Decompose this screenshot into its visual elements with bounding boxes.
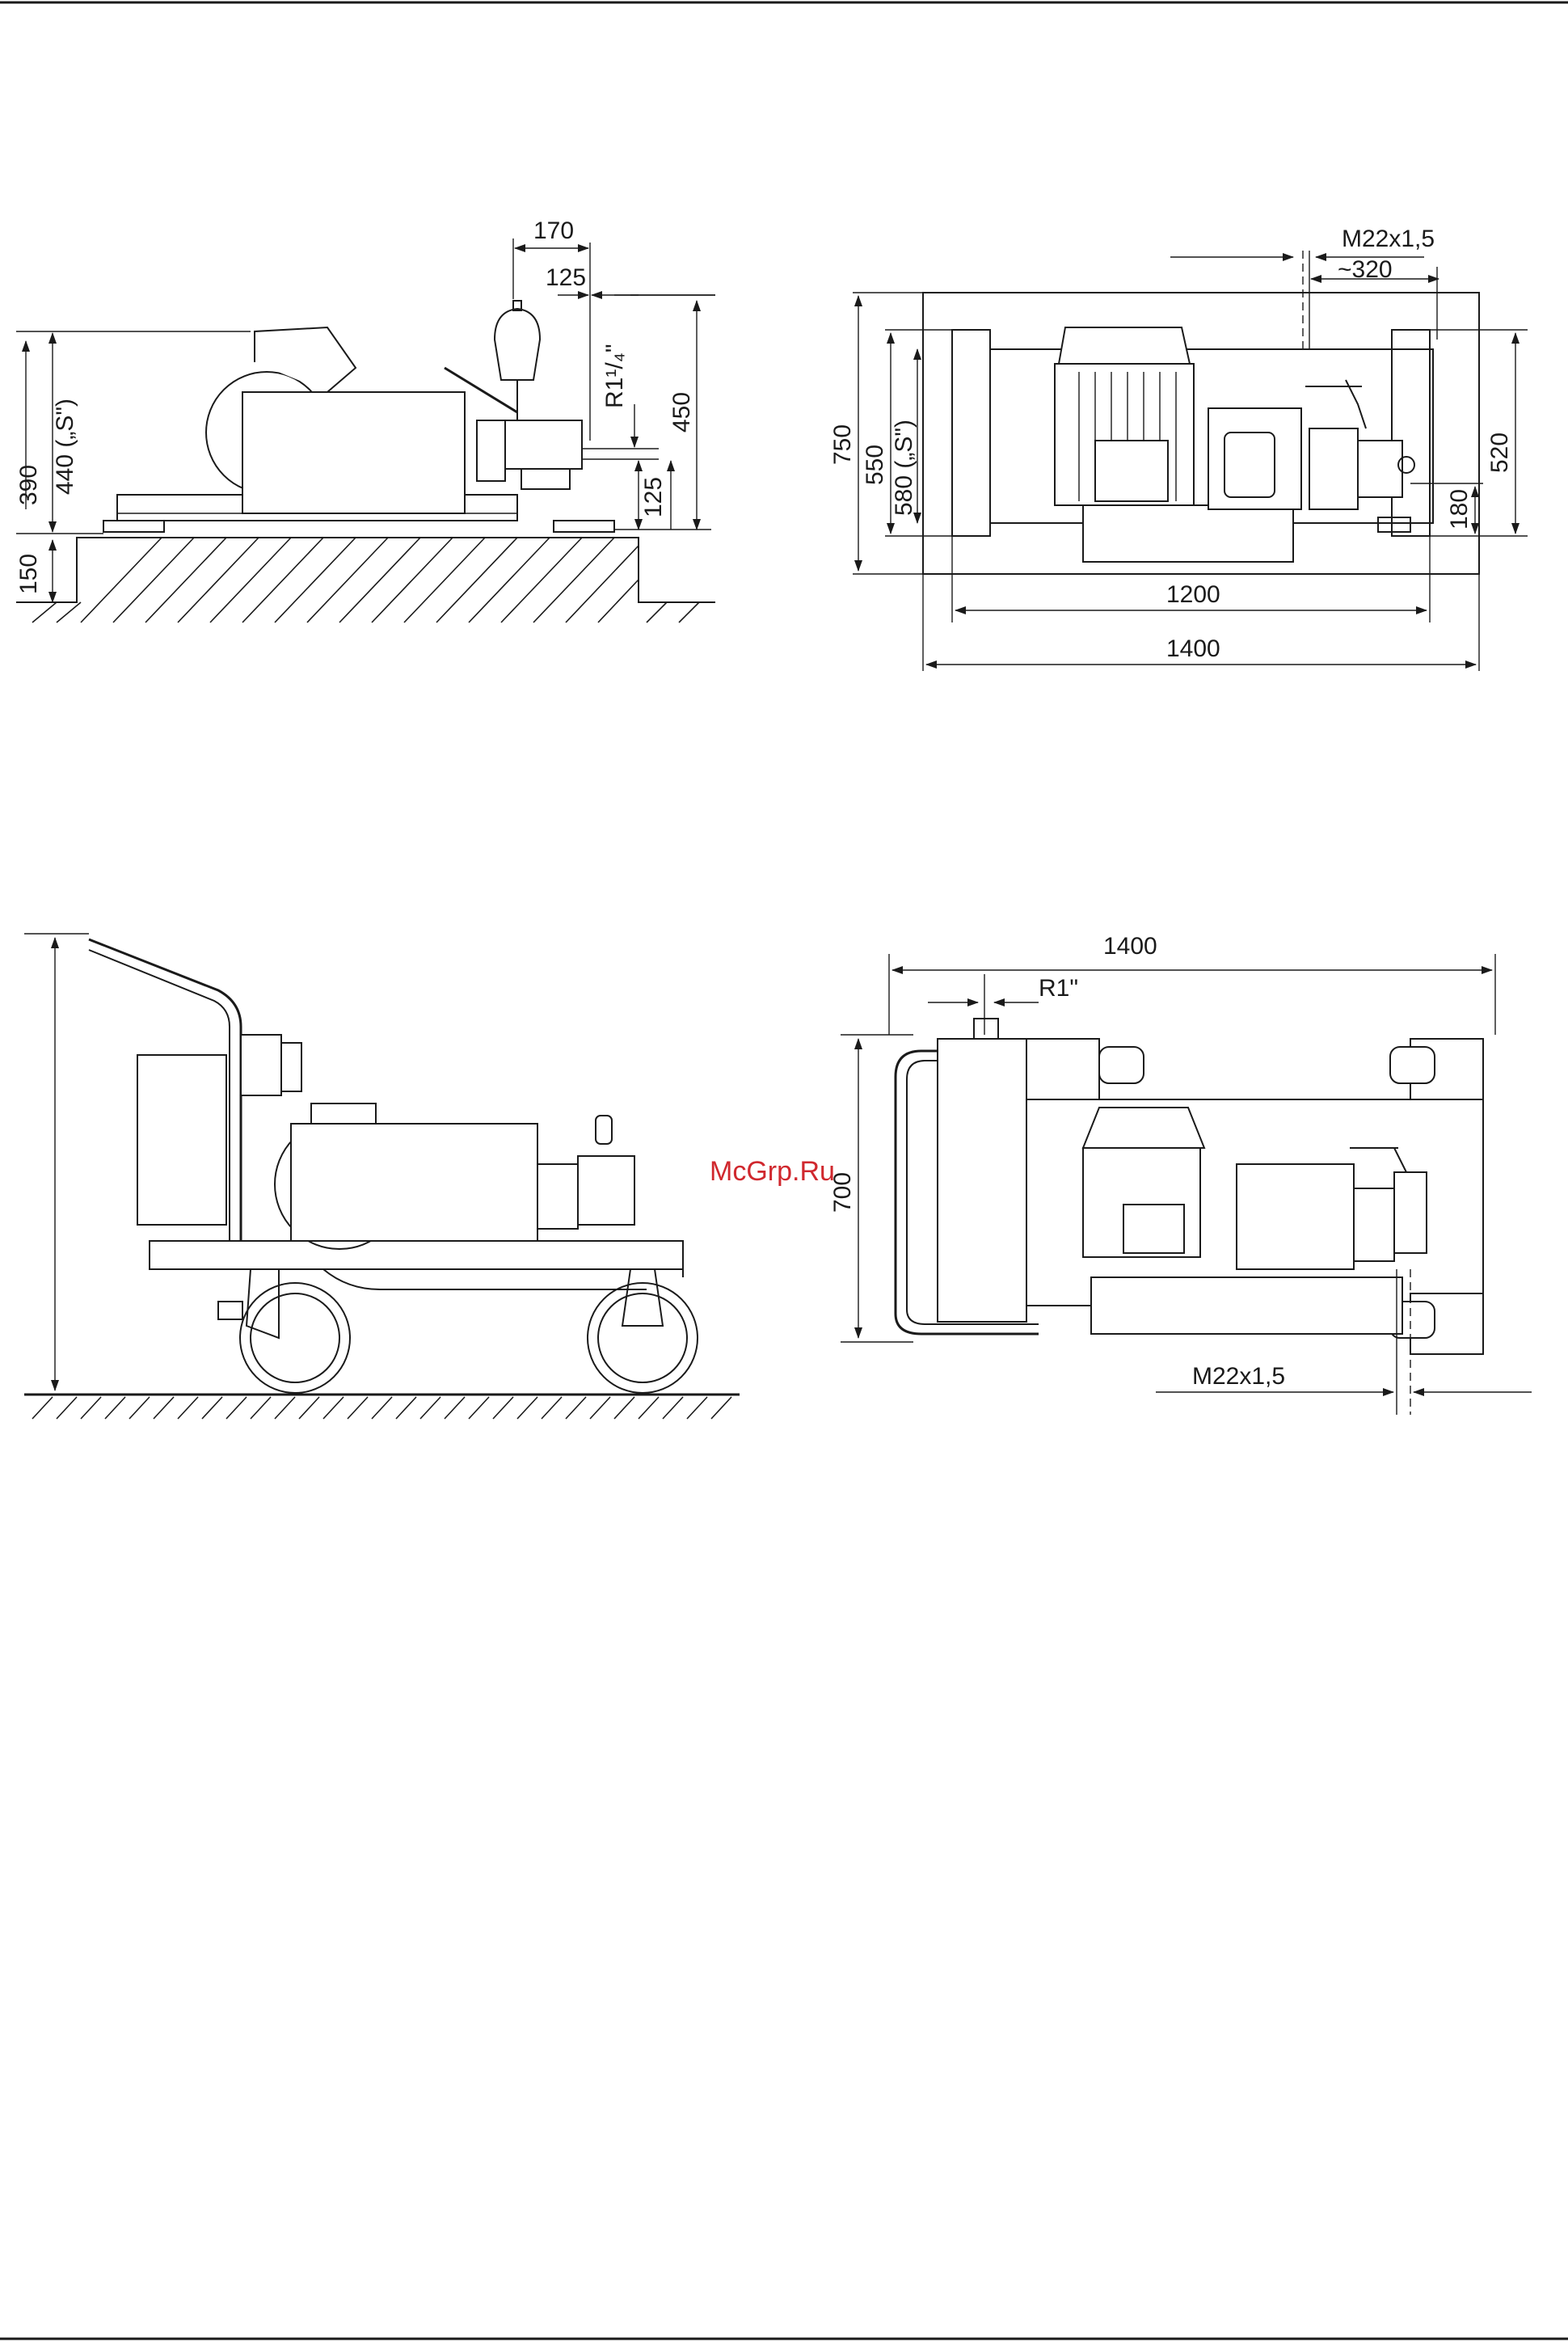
dim-label-1200: 1200 <box>1166 581 1220 608</box>
motor-fan <box>1059 327 1190 364</box>
cart-frame <box>150 1241 683 1269</box>
dim-label-320: ~320 <box>1338 256 1393 283</box>
figure-side-view-foundation: 170 125 R1¹/₄" 450 390 440 („S") 125 150 <box>15 217 715 622</box>
control-cabinet <box>137 1055 226 1225</box>
cart-motor-top <box>1083 1148 1200 1257</box>
cart-motor-housing <box>291 1124 537 1241</box>
dim-label-390: 390 <box>15 465 42 505</box>
dim-label-520: 520 <box>1486 433 1513 473</box>
mount-foot-right <box>554 521 614 532</box>
dim-label-1400-cart: 1400 <box>1103 933 1157 960</box>
dim-label-m22-bottom: M22x1,5 <box>1192 1363 1285 1390</box>
cart-pump-head <box>578 1156 634 1225</box>
dim-label-580: 580 („S") <box>891 420 917 516</box>
mount-foot-left <box>103 521 164 532</box>
mount-rail-right <box>1392 330 1430 536</box>
dim-label-450: 450 <box>668 392 695 433</box>
wheel-top-fl <box>1099 1047 1144 1083</box>
dim-label-125-side: 125 <box>640 477 667 517</box>
pump-head <box>505 420 582 469</box>
dim-label-m22-top: M22x1,5 <box>1342 226 1435 252</box>
foundation <box>16 538 715 622</box>
dim-label-170: 170 <box>533 217 574 244</box>
figure-side-view-cart <box>24 934 740 1419</box>
pump-block <box>1309 428 1358 509</box>
wheel-brake <box>218 1302 242 1319</box>
motor-terminal-box-top <box>1095 441 1168 501</box>
coupling-housing <box>1208 408 1301 509</box>
cart-coupling-top <box>1237 1164 1354 1269</box>
watermark-text: McGrp.Ru <box>710 1156 835 1187</box>
wheel-rear <box>588 1283 698 1393</box>
motor-foot <box>1083 505 1293 562</box>
motor-housing <box>242 392 465 513</box>
dim-label-1400-top: 1400 <box>1166 635 1220 662</box>
pump-flange <box>477 420 505 481</box>
dim-label-125-top: 125 <box>546 264 586 291</box>
cart-pump-top <box>1354 1188 1394 1261</box>
dim-label-750: 750 <box>829 424 856 465</box>
pressure-line <box>1305 380 1366 428</box>
figure-top-view-foundation: M22x1,5 ~320 750 550 580 („S") 520 180 1… <box>829 226 1528 671</box>
dim-label-180: 180 <box>1446 489 1473 530</box>
wheel-front <box>240 1283 350 1393</box>
dim-label-440: 440 („S") <box>52 399 78 495</box>
dim-label-550: 550 <box>862 445 888 485</box>
control-cabinet-top <box>938 1039 1026 1322</box>
pressure-accumulator <box>495 309 540 380</box>
dim-label-r114: R1¹/₄" <box>601 344 628 408</box>
dim-label-150: 150 <box>15 554 42 594</box>
motor-terminal-box <box>255 327 356 392</box>
pump-head-top <box>1358 441 1402 497</box>
mount-rail-left <box>952 330 990 536</box>
wheel-top-fr <box>1390 1047 1435 1083</box>
figure-top-view-cart: 1400 R1" 700 M22x1,5 <box>829 933 1532 1415</box>
dim-label-r1: R1" <box>1039 975 1078 1002</box>
cart-pump <box>537 1164 578 1229</box>
